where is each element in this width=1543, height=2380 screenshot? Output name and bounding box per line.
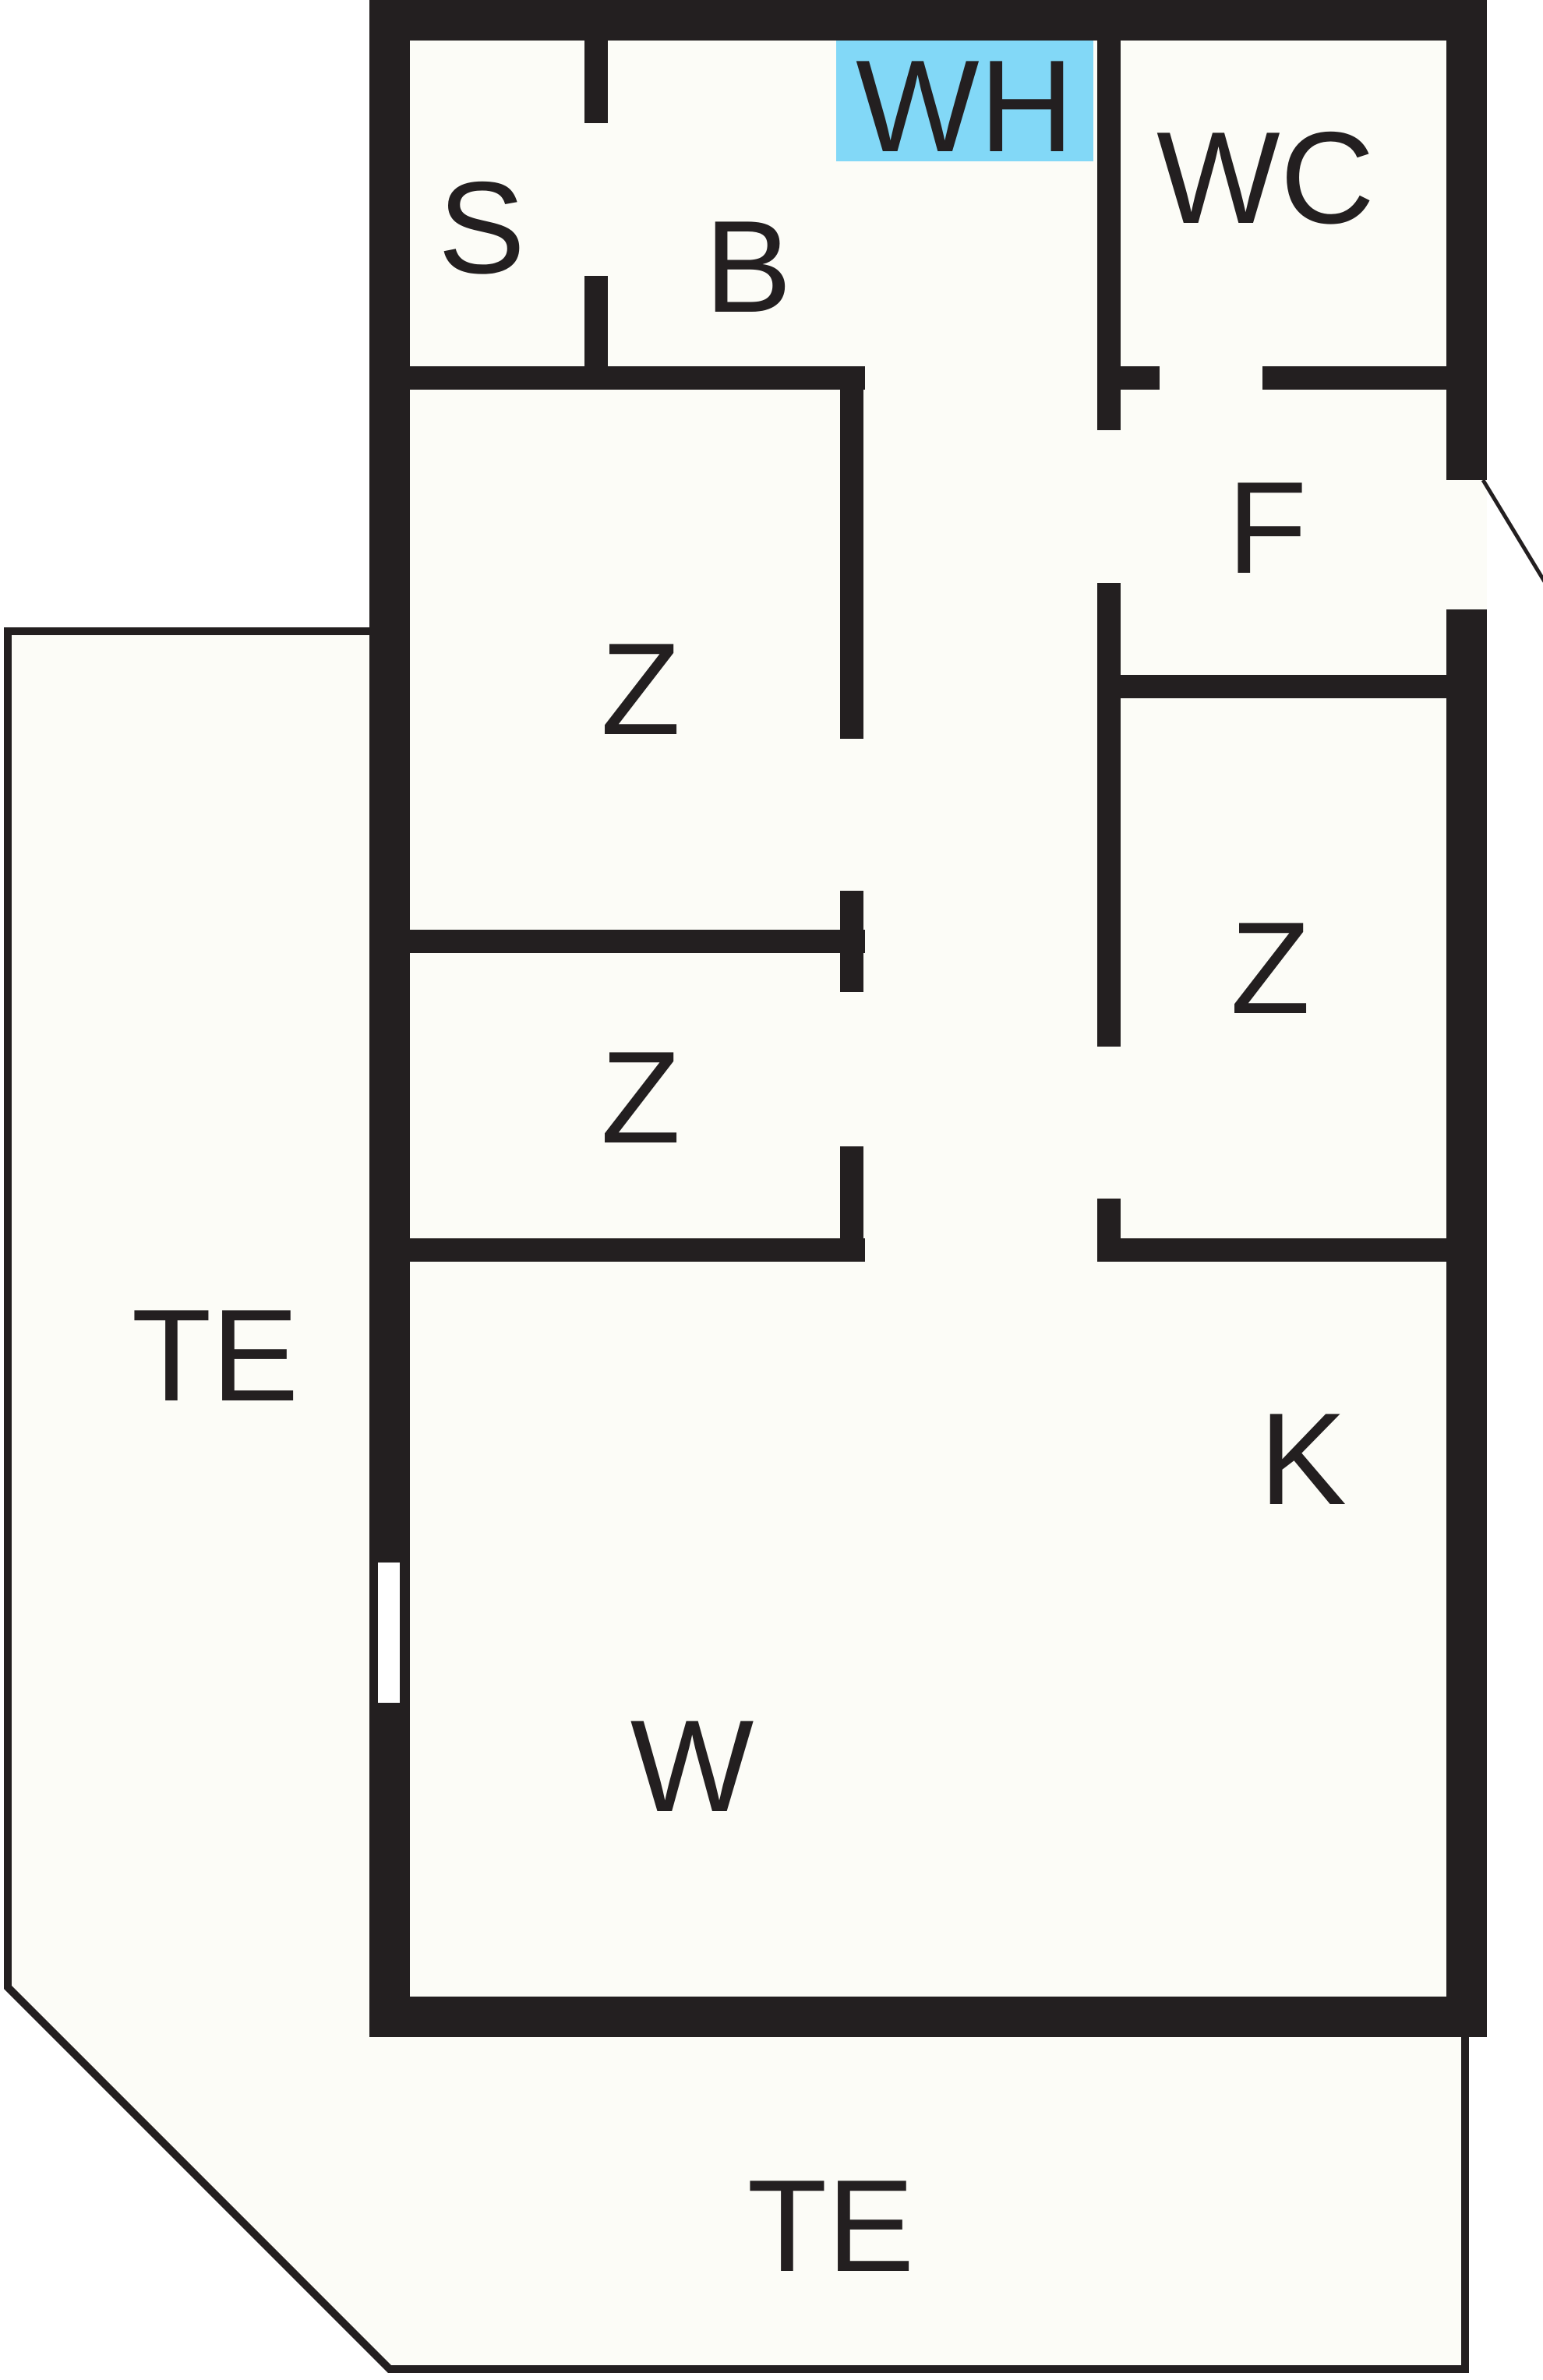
wall-bath-bottom	[390, 366, 865, 390]
wall-right-upper	[1446, 0, 1487, 480]
interior-walls	[390, 19, 1465, 1262]
wall-kitchen-stub	[1097, 1199, 1121, 1261]
label-water-heater: WH	[856, 33, 1074, 179]
wall-hall-left	[1097, 583, 1121, 1047]
label-toilet: WC	[1156, 104, 1375, 251]
wall-wc-bottom-right	[1262, 366, 1465, 390]
apartment-floor	[390, 19, 1465, 2015]
door-swing	[1481, 478, 1543, 583]
wall-left	[369, 0, 410, 2037]
label-terrace-side: TE	[132, 1282, 299, 1428]
entrance-door	[1446, 478, 1543, 609]
label-bedroom-2: Z	[601, 1024, 681, 1171]
wall-right-lower	[1446, 609, 1487, 2037]
label-hallway: F	[1227, 454, 1308, 601]
wall-kitchen-top	[1097, 1238, 1465, 1262]
door-opening	[1446, 480, 1487, 609]
wall-bedroom2-bottom	[390, 1238, 865, 1262]
label-bathroom: B	[704, 193, 792, 340]
water-heater-highlight	[836, 41, 1093, 161]
label-terrace-bottom: TE	[747, 2152, 915, 2299]
label-storage: S	[438, 154, 525, 301]
wall-wc-left	[1097, 19, 1121, 430]
wall-storage-upper	[584, 19, 608, 123]
wall-bedroom-divider-stub	[840, 891, 863, 992]
label-bedroom-1: Z	[601, 616, 681, 762]
wall-bedroom1-right	[840, 366, 863, 739]
wall-top	[369, 0, 1487, 41]
wall-wc-bottom-left	[1097, 366, 1160, 390]
wall-bottom	[369, 1997, 1487, 2037]
wall-bedroom-divider	[390, 930, 865, 953]
label-kitchen: K	[1259, 1386, 1347, 1532]
label-living-room: W	[630, 1693, 754, 1839]
window-living	[378, 1563, 400, 1703]
wall-storage-lower	[584, 276, 608, 376]
wall-hall-bottom	[1097, 675, 1465, 698]
label-bedroom-3: Z	[1231, 895, 1311, 1041]
